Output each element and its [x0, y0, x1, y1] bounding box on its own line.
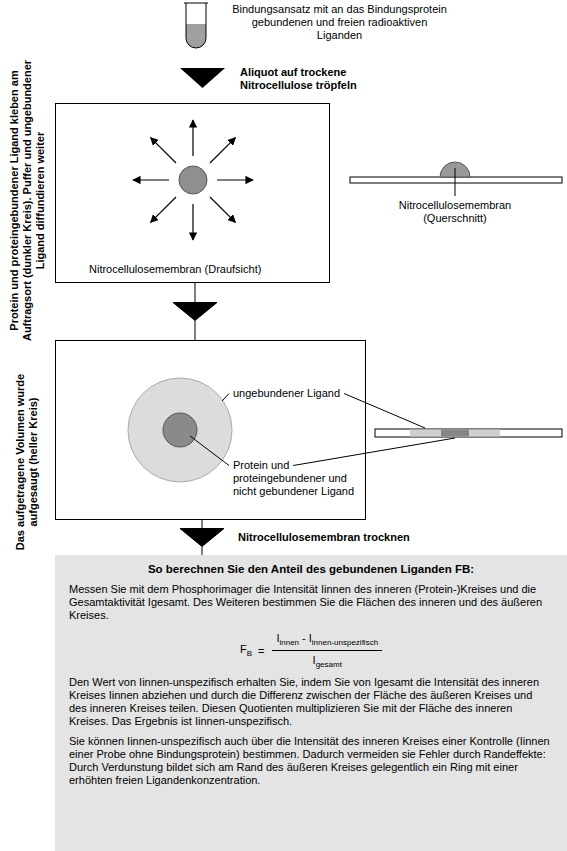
area-label: Nitrocellulosemembran (Draufsicht): [89, 263, 261, 276]
membrane-bar: [375, 429, 562, 437]
box-paragraph: Messen Sie mit dem Phosphorimager die In…: [69, 583, 553, 622]
membrane-top-view: Nitrocellulosemembran (Draufsicht): [55, 103, 330, 283]
formula-symbol: - I: [302, 632, 312, 644]
step-arrow: [180, 68, 225, 88]
leader-line: [190, 436, 229, 466]
membrane-top-view: ungebundener LigandProtein und proteinge…: [55, 340, 366, 520]
formula-equals: =: [258, 645, 264, 657]
calculation-box: So berechnen Sie den Anteil des gebunden…: [55, 555, 567, 851]
leader-line: [293, 438, 455, 466]
formula-symbol: =: [258, 645, 264, 657]
step-note: Das aufgetragene Volumen wurde aufgesaug…: [14, 351, 40, 573]
fraction: Iinnen- Iinnen-unspezifischIgesamt: [272, 632, 382, 669]
step-arrow: [180, 520, 224, 555]
outer-circle: [128, 378, 232, 482]
formula-symbol: innen: [279, 638, 299, 647]
diffusion-arrow: [133, 179, 169, 180]
formula-symbol: I: [313, 654, 316, 666]
cross-section-2: [375, 429, 562, 437]
dark-band: [441, 430, 469, 437]
formula-symbol: innen-unspezifisch: [312, 638, 378, 647]
box-paragraph: Den Wert von Iinnen-unspezifisch erhalte…: [69, 676, 553, 728]
step-arrow: [173, 283, 217, 340]
diffusion-arrow: [210, 138, 235, 163]
diffusion-arrow: [192, 204, 193, 240]
area-label: ungebundener Ligand: [233, 387, 358, 400]
step-note: Protein und proteingebundener Ligand kle…: [8, 55, 47, 345]
light-band: [410, 430, 500, 437]
area-label: Protein und proteingebundener und nicht …: [233, 459, 358, 498]
diffusion-arrow: [210, 197, 235, 222]
section-label: Nitrocellulosemembran (Querschnitt): [385, 199, 525, 225]
formula-lhs: FB: [240, 643, 252, 658]
box-heading: So berechnen Sie den Anteil des gebunden…: [69, 563, 553, 576]
formula: FB=Iinnen- Iinnen-unspezifischIgesamt: [69, 632, 553, 669]
leader-line: [455, 168, 456, 196]
cross-section-1: [350, 162, 562, 196]
step-label: Nitrocellulosemembran trocknen: [238, 531, 410, 544]
leader-line: [222, 394, 229, 402]
spot-circle: [179, 166, 207, 194]
diffusion-arrows: [133, 120, 253, 240]
sample-label: Bindungsansatz mit an das Bindungsprotei…: [232, 3, 447, 42]
inner-circle: [163, 413, 197, 447]
formula-symbol: I: [276, 632, 279, 644]
formula-symbol: F: [240, 643, 247, 655]
diffusion-arrow: [151, 197, 176, 222]
numerator: Iinnen- Iinnen-unspezifisch: [272, 632, 382, 651]
box-paragraph: Sie können Iinnen-unspezifisch auch über…: [69, 735, 553, 787]
formula-symbol: gesamt: [316, 660, 342, 669]
test-tube: [184, 3, 208, 48]
tube-liquid: [186, 24, 206, 48]
diffusion-arrow: [217, 179, 253, 180]
membrane-bar: [350, 177, 562, 183]
step-label: Aliquot auf trockene Nitrocellulose tröp…: [240, 66, 420, 92]
leader-lines: [190, 394, 455, 466]
leader-line: [344, 394, 425, 429]
diffusion-arrow: [151, 138, 176, 163]
formula-symbol: B: [247, 649, 252, 658]
denominator: Igesamt: [309, 651, 346, 669]
diffusion-arrow: [192, 120, 193, 156]
tube-rim: [184, 3, 208, 4]
tube-outline: [186, 3, 206, 48]
